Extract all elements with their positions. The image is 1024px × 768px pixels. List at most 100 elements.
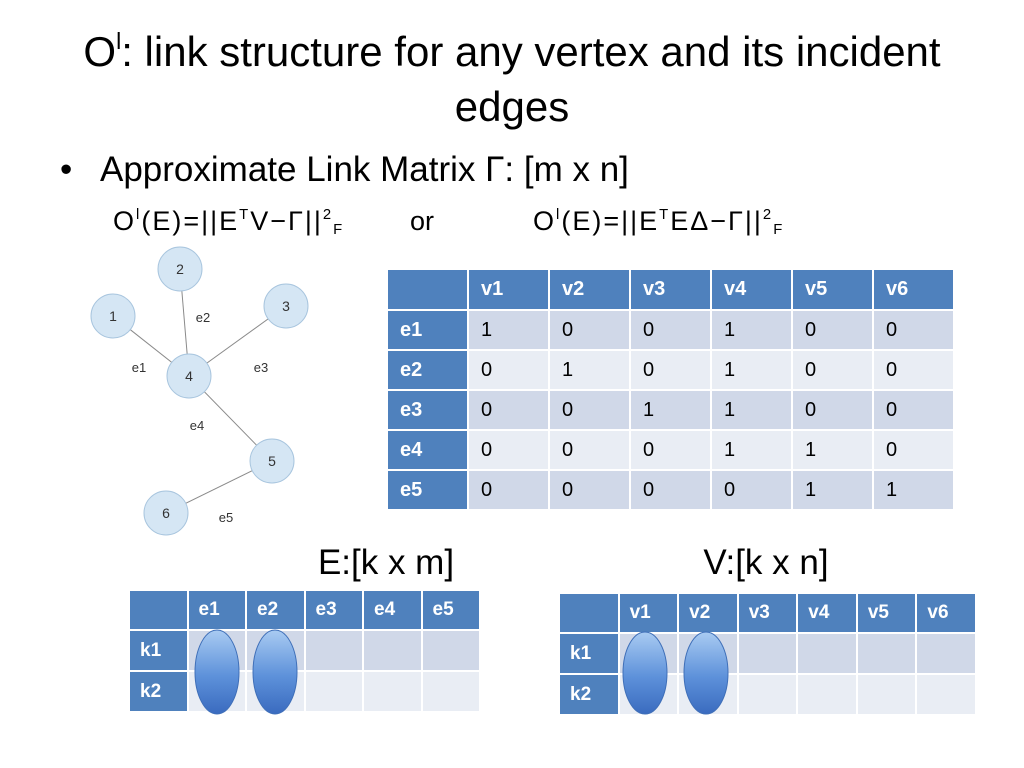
matrix-cell: 0 [548, 309, 631, 351]
row-header-k1: k1 [128, 629, 189, 672]
matrix-cell: 1 [467, 309, 550, 351]
matrix-cell: 0 [791, 309, 874, 351]
graph-nodes: 1 2 3 4 5 6 [90, 246, 309, 536]
edge-label: e3 [254, 360, 268, 375]
row-header-e3: e3 [386, 389, 469, 431]
column-header-v1: v1 [467, 268, 550, 311]
formula-rest: V−Γ|| [250, 206, 323, 236]
matrix-cell: 1 [791, 429, 874, 471]
formula-sup: l [556, 206, 562, 223]
column-header-v5: v5 [855, 592, 918, 634]
formula-rest: EΔ−Γ|| [670, 206, 763, 236]
row-header-e2: e2 [386, 349, 469, 391]
column-header-v3: v3 [736, 592, 799, 634]
row-header-e1: e1 [386, 309, 469, 351]
column-header-v4: v4 [796, 592, 858, 634]
matrix-cell: 0 [629, 349, 712, 391]
column-header-v6: v6 [915, 592, 977, 634]
row-header-k2: k2 [128, 670, 189, 713]
formula-o: O [113, 206, 137, 236]
matrix-cell [303, 629, 364, 672]
matrix-cell [796, 632, 858, 675]
matrix-cell [915, 632, 977, 675]
column-header-e4: e4 [362, 589, 423, 631]
bullet-text: Approximate Link Matrix Γ: [m x n] [100, 150, 629, 189]
matrix-cell: 1 [710, 349, 793, 391]
corner-cell [128, 589, 189, 631]
column-header-e5: e5 [420, 589, 481, 631]
column-header-v5: v5 [791, 268, 874, 311]
title-line-1: Ol: link structure for any vertex and it… [0, 24, 1024, 79]
matrix-cell [736, 673, 799, 716]
node-label: 3 [282, 298, 290, 314]
matrix-cell: 0 [548, 469, 631, 511]
formula-norm-sub: F [333, 222, 345, 239]
matrix-cell: 0 [467, 429, 550, 471]
row-header-k1: k1 [558, 632, 620, 675]
matrix-cell: 0 [629, 309, 712, 351]
node-circle [143, 490, 189, 536]
column-header-e1: e1 [186, 589, 247, 631]
title-text: : link structure for any vertex and its … [121, 28, 941, 75]
column-header-v3: v3 [629, 268, 712, 311]
matrix-cell [736, 632, 799, 675]
formula-power: 2 [322, 206, 334, 223]
title-line-2: edges [454, 83, 570, 130]
formula-norm-sub: F [773, 222, 785, 239]
edge-label: e2 [196, 310, 210, 325]
node-label: 5 [268, 453, 276, 469]
matrix-cell [855, 632, 918, 675]
highlight-ellipse [622, 631, 668, 715]
matrix-cell [796, 673, 858, 716]
matrix-cell: 1 [791, 469, 874, 511]
v-matrix-caption: V:[k x n] [703, 543, 829, 582]
highlight-ellipse [252, 629, 298, 715]
node-circle [90, 293, 136, 339]
matrix-cell: 0 [872, 429, 955, 471]
matrix-cell [362, 670, 423, 713]
formula-sup: l [136, 206, 142, 223]
node-circle [157, 246, 203, 292]
formula-power: 2 [762, 206, 774, 223]
matrix-cell: 0 [791, 349, 874, 391]
slide-title: Ol: link structure for any vertex and it… [0, 24, 1024, 134]
graph-diagram: e1 e2 e3 e4 e5 1 2 3 4 5 6 [90, 246, 309, 536]
column-header-e3: e3 [303, 589, 364, 631]
node-label: 6 [162, 505, 170, 521]
matrix-cell: 0 [791, 389, 874, 431]
edge-label: e1 [132, 360, 146, 375]
matrix-cell: 0 [467, 469, 550, 511]
formula-body: (E)=||E [561, 206, 660, 236]
matrix-cell: 1 [710, 309, 793, 351]
formula-transpose: T [659, 206, 671, 223]
formula-left: Ol(E)=||ETV−Γ||2F [113, 205, 345, 239]
formula-o: O [533, 206, 557, 236]
bullet-dot [60, 148, 72, 192]
node-label: 4 [185, 368, 193, 384]
matrix-cell [420, 670, 481, 713]
formula-or: or [410, 206, 435, 236]
node-label: 2 [176, 261, 184, 277]
matrix-cell [855, 673, 918, 716]
title-prefix: O [83, 28, 117, 75]
node-label: 1 [109, 308, 117, 324]
node-circle [249, 438, 295, 484]
edge-labels: e1 e2 e3 e4 e5 [132, 310, 268, 525]
row-header-e5: e5 [386, 469, 469, 511]
formula-right: Ol(E)=||ETEΔ−Γ||2F [533, 205, 785, 239]
e-matrix-highlights [194, 629, 298, 715]
column-header-v2: v2 [548, 268, 631, 311]
corner-cell [386, 268, 469, 311]
matrix-cell: 0 [629, 429, 712, 471]
e-matrix-caption: E:[k x m] [317, 543, 455, 582]
matrix-cell: 0 [467, 389, 550, 431]
title-superscript: l [116, 27, 122, 54]
node-circle [166, 353, 212, 399]
